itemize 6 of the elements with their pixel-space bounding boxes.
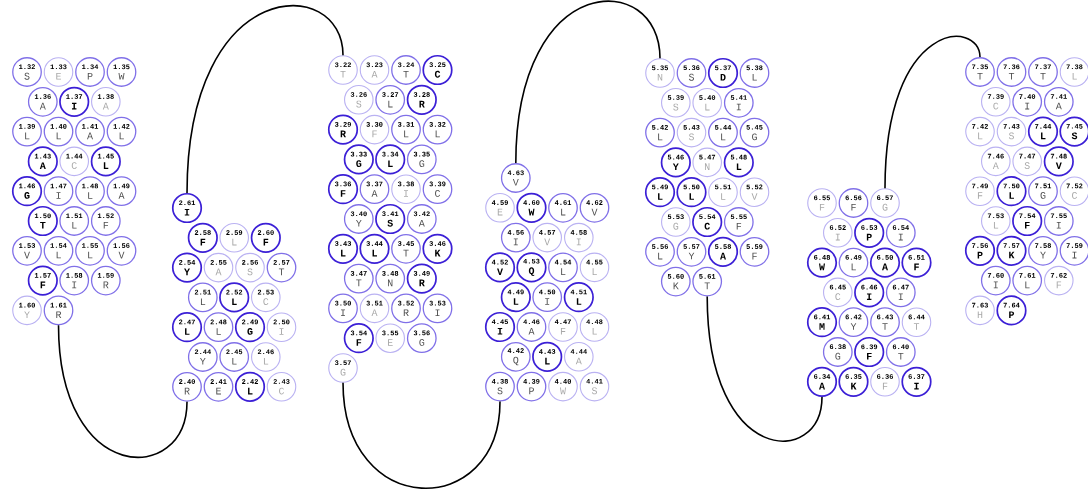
loop-line [186,5,344,194]
loop-line [706,295,823,442]
loop-line [57,324,188,459]
loop-line [342,382,501,489]
loop-line [884,35,981,189]
loop-line [515,0,661,164]
